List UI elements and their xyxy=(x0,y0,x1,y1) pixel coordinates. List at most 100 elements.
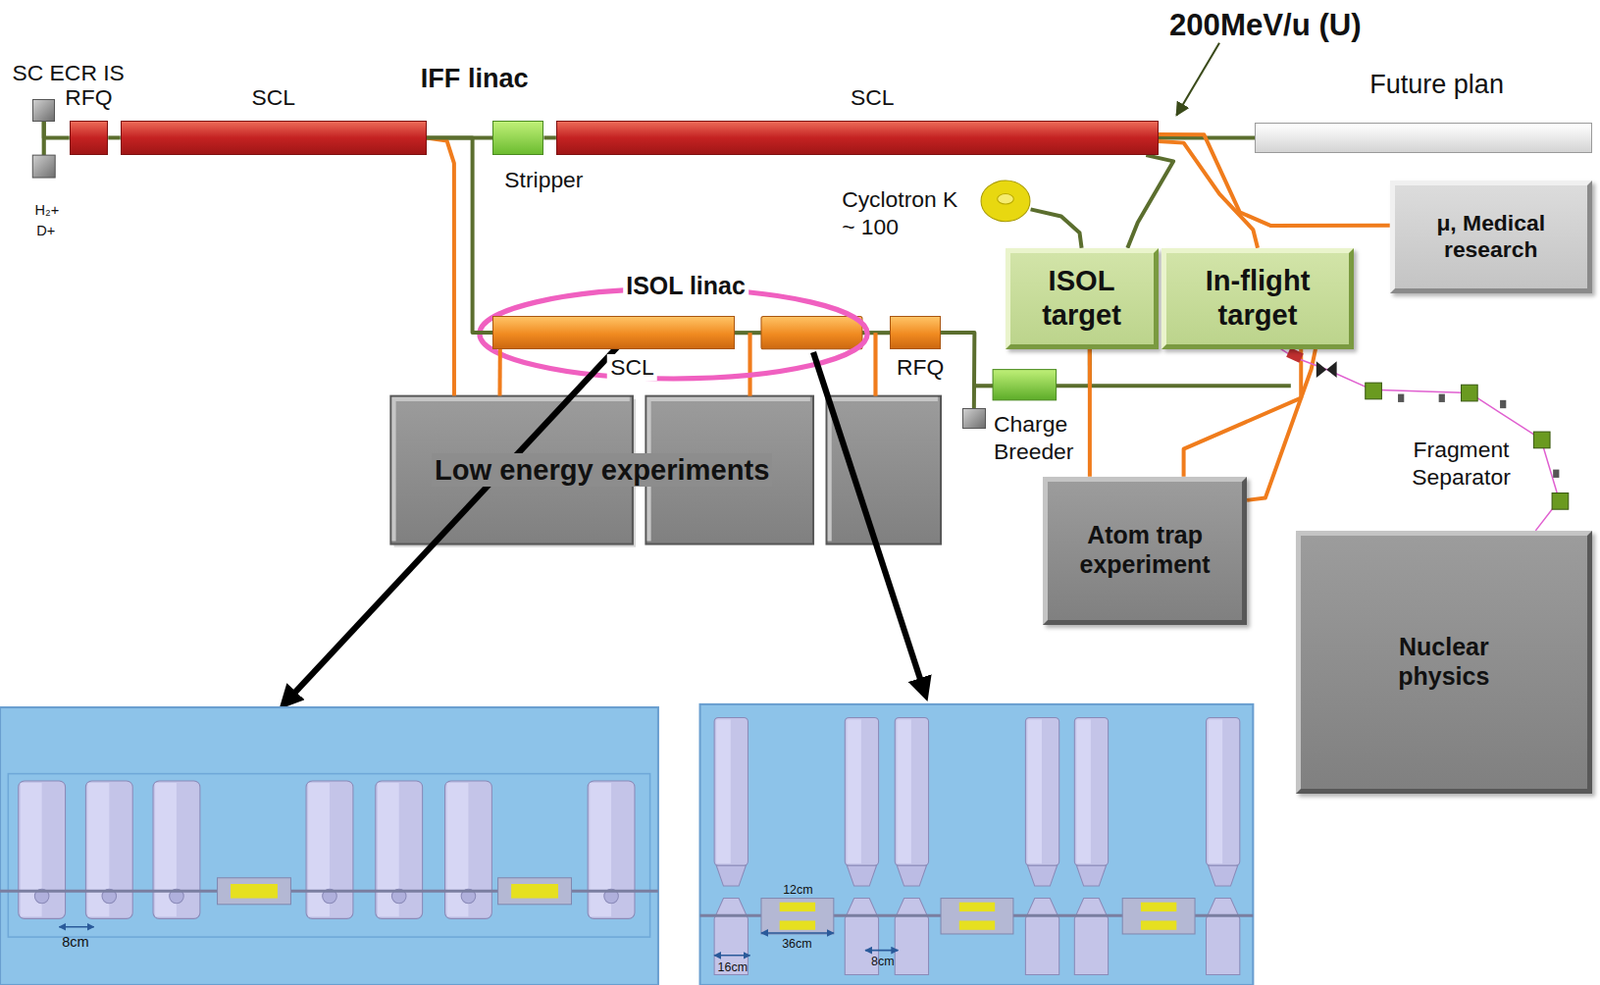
energy-leader xyxy=(1176,43,1220,116)
beam-line xyxy=(426,137,455,396)
annotation-label: 200MeV/u (U) xyxy=(1169,6,1362,44)
stripper: Stripper xyxy=(492,120,544,155)
solenoid xyxy=(511,883,559,899)
fragment-separator-magnets xyxy=(1461,384,1479,402)
cavity xyxy=(714,898,748,976)
beam-line xyxy=(497,349,502,397)
dimension-line xyxy=(865,949,898,952)
cavity xyxy=(1076,719,1091,864)
annotation-label: D+ xyxy=(36,222,55,240)
node-label: Charge Breeder xyxy=(993,411,1088,465)
beam-line xyxy=(44,121,70,139)
annotation-label: ISOL linac xyxy=(622,271,749,302)
solenoid xyxy=(1140,920,1177,930)
linac-section: SCL xyxy=(120,120,427,155)
solenoid xyxy=(779,920,816,930)
solenoid xyxy=(779,902,816,912)
experiment-hall: Low energy experiments xyxy=(390,396,814,545)
isol-beamline xyxy=(873,332,878,397)
beam-line xyxy=(1031,208,1083,248)
charge-breeder-line xyxy=(992,369,1056,401)
beam-line xyxy=(543,135,556,140)
dimension-line xyxy=(714,954,750,957)
node-label: Future plan xyxy=(1369,68,1504,101)
beam-line xyxy=(1087,349,1092,477)
cavity xyxy=(1025,717,1059,866)
cavity xyxy=(306,780,354,919)
cyclotron-symbol xyxy=(996,194,1014,205)
node-label: SC ECR IS xyxy=(11,59,124,87)
experiment-halls xyxy=(390,396,941,548)
node-label: μ, Medical research xyxy=(1403,209,1578,264)
cavity-inset-left xyxy=(7,774,650,937)
beam-line xyxy=(107,135,121,140)
node-label: Atom trap experiment xyxy=(1055,520,1235,580)
annotation-label: 12cm xyxy=(782,882,814,898)
fragment-separator-magnets xyxy=(1365,382,1383,400)
fragment-separator-magnets xyxy=(1533,431,1550,449)
solenoid xyxy=(959,902,995,912)
solenoid xyxy=(959,920,995,930)
cavity xyxy=(844,717,878,866)
cavity xyxy=(714,717,748,866)
experiment-halls xyxy=(829,399,938,542)
cavity xyxy=(445,780,493,919)
cavity xyxy=(1025,898,1059,976)
fragment-separator-magnets xyxy=(1499,400,1506,409)
cavity xyxy=(1205,898,1239,976)
annotation-label: 16cm xyxy=(718,960,749,976)
annotation-label: 8cm xyxy=(871,953,895,969)
energy-leader xyxy=(1176,43,1220,116)
fragment-separator-magnets xyxy=(1326,361,1337,378)
zoom-arrow xyxy=(813,352,925,692)
experiment-halls xyxy=(826,396,942,545)
solenoid xyxy=(498,877,572,905)
charge-breeder-line xyxy=(974,383,993,388)
fragment-separator-magnets xyxy=(1397,394,1404,403)
cavity xyxy=(716,719,731,864)
solenoid xyxy=(217,877,572,905)
zoom-arrow xyxy=(285,347,925,703)
beam-line xyxy=(1281,349,1560,531)
node-label: SCL xyxy=(607,354,658,381)
rfq-section: RFQ xyxy=(69,120,109,155)
cavity xyxy=(846,719,862,864)
node-label: ISOL target xyxy=(1018,263,1146,333)
cavity xyxy=(1074,898,1108,976)
cavity xyxy=(1208,719,1224,864)
solenoid xyxy=(230,883,278,899)
node-label: Nuclear physics xyxy=(1367,632,1521,692)
cavity xyxy=(716,865,746,886)
cavity xyxy=(153,780,201,919)
solenoid xyxy=(761,898,834,934)
cavity xyxy=(894,898,929,976)
beam-line xyxy=(1246,349,1316,501)
linac-section: SCL xyxy=(556,120,1159,155)
fragment-separator-magnets xyxy=(1439,394,1446,403)
ion-source xyxy=(32,154,55,178)
beam-line xyxy=(940,332,975,409)
cavity xyxy=(894,717,929,866)
annotation-label: IFF linac xyxy=(420,62,529,95)
cavity xyxy=(1027,719,1042,864)
node-label: In-flight target xyxy=(1173,263,1342,333)
cavity xyxy=(1205,717,1239,866)
node-label: Stripper xyxy=(504,166,583,194)
solenoid xyxy=(217,877,292,905)
cavity xyxy=(714,717,1240,975)
fragment-separator-magnets xyxy=(1551,493,1569,511)
charge-breeder: Charge Breeder xyxy=(962,408,986,429)
fragment-separator-magnets xyxy=(1552,469,1559,478)
beam-line xyxy=(1158,141,1258,249)
solenoid xyxy=(761,898,1195,934)
experiment-box: Atom trap experiment xyxy=(1042,476,1247,625)
cavity-inset-left xyxy=(0,707,659,985)
cavity xyxy=(846,865,877,886)
cavity xyxy=(896,719,912,864)
beam-line xyxy=(426,137,494,333)
annotation-label: Fragment Separator xyxy=(1399,436,1523,491)
node-label: Low energy experiments xyxy=(431,453,773,488)
